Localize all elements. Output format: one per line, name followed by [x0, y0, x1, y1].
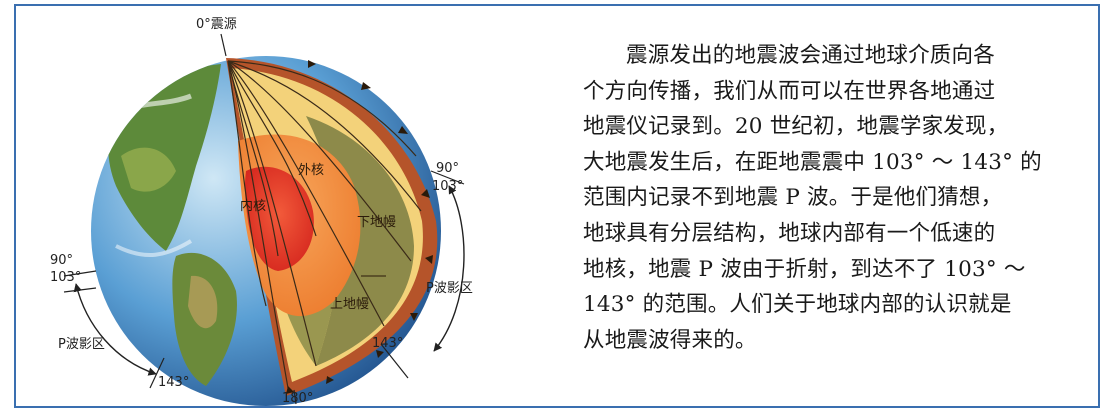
text-line: 大地震发生后，在距地震震中 103° ～ 143° 的 [583, 149, 1042, 175]
label-shadow-left: P波影区 [58, 337, 105, 352]
shadow-zone-arcs [73, 185, 465, 376]
text-line: 地震仪记录到。20 世纪初，地震学家发现， [583, 114, 1009, 140]
label-right-143: 143° [372, 336, 403, 351]
text-line: 143° 的范围。人们关于地球内部的认识就是 [583, 292, 1012, 318]
earth-figure: 0°震源 内核 外核 下地幔 上地幔 90° 103° P波影区 143° 90… [16, 6, 536, 406]
label-inner-core: 内核 [240, 198, 266, 214]
label-outer-core: 外核 [298, 163, 324, 178]
text-line: 地球具有分层结构，地球内部有一个低速的 [583, 220, 996, 246]
label-epicenter: 0°震源 [196, 17, 237, 32]
label-bottom-180: 180° [282, 391, 313, 406]
text-line: 地核，地震 P 波由于折射，到达不了 103° ～ [583, 256, 1026, 282]
label-upper-mantle: 上地幔 [330, 297, 369, 312]
earth-diagram: 0°震源 内核 外核 下地幔 上地幔 90° 103° P波影区 143° 90… [50, 17, 473, 406]
text-line: 范围内记录不到地震 P 波。于是他们猜想， [583, 185, 1003, 211]
label-left-103: 103° [50, 270, 81, 285]
body-paragraph: 震源发出的地震波会通过地球介质向各 个方向传播，我们从而可以在世界各地通过 地震… [583, 38, 1083, 358]
text-line: 从地震波得来的。 [583, 327, 757, 353]
label-right-90: 90° [436, 161, 459, 176]
text-line: 个方向传播，我们从而可以在世界各地通过 [583, 78, 996, 104]
label-shadow-right: P波影区 [426, 281, 473, 296]
ray-paths [227, 60, 422, 389]
earth-cutaway [226, 58, 438, 396]
label-left-90: 90° [50, 253, 73, 268]
label-lower-mantle: 下地幔 [357, 215, 396, 230]
label-left-143: 143° [158, 375, 189, 390]
label-right-103: 103° [432, 179, 463, 194]
text-line: 震源发出的地震波会通过地球介质向各 [626, 43, 995, 68]
